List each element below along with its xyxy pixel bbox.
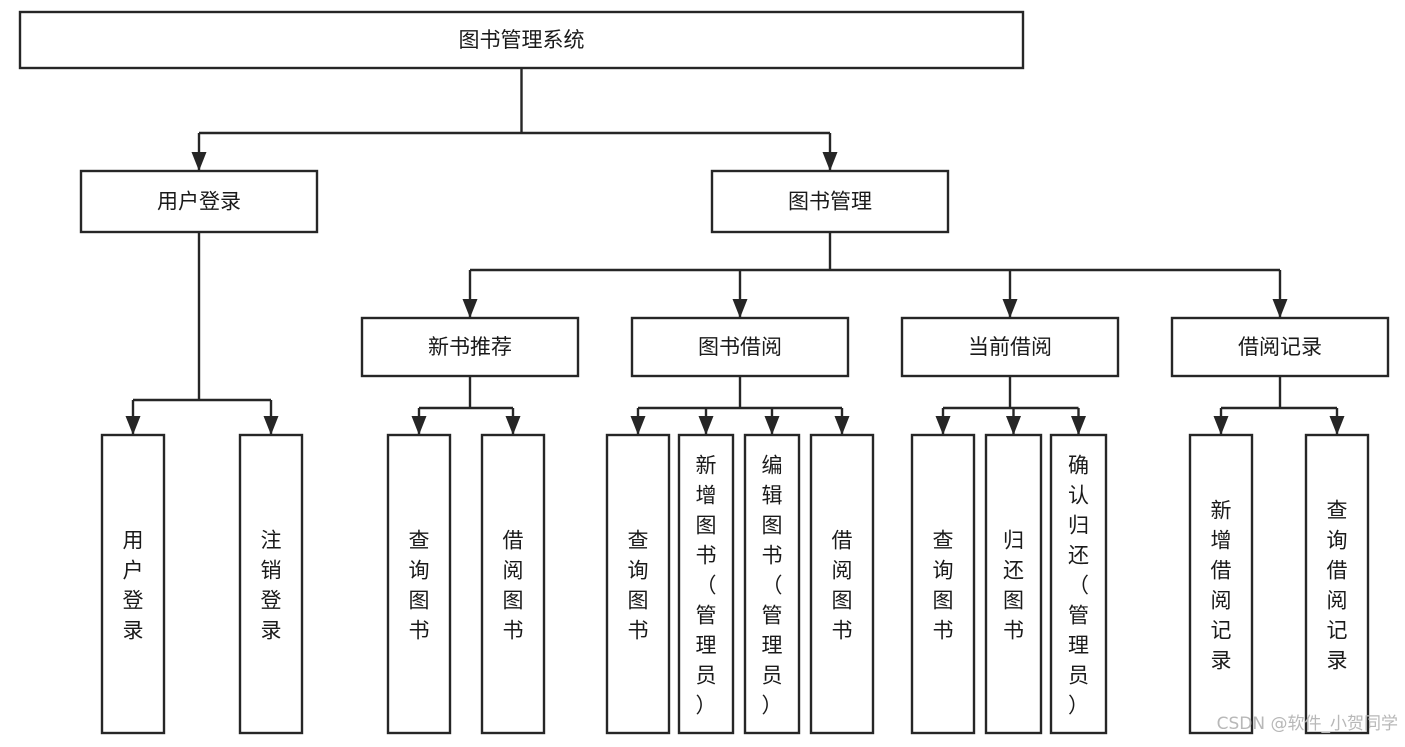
- node-root[interactable]: 图书管理系统: [18, 10, 1025, 70]
- node-box[interactable]: [79, 169, 319, 234]
- node-box[interactable]: [1304, 433, 1370, 735]
- node-borrow-records[interactable]: 借阅记录: [1170, 316, 1390, 378]
- node-leaf-add-record[interactable]: 新增借阅记录: [1188, 433, 1254, 735]
- node-box[interactable]: [360, 316, 580, 378]
- node-label: 图书管理系统: [459, 28, 585, 52]
- arrow-head-icon: [1006, 416, 1021, 435]
- arrow-head-icon: [834, 416, 850, 435]
- node-label: 借阅图书: [503, 528, 524, 642]
- node-box[interactable]: [1188, 433, 1254, 735]
- csdn-watermark: CSDN @软件_小贺同学: [1217, 714, 1398, 734]
- arrow-head-icon: [462, 299, 478, 318]
- arrow-head-icon: [191, 152, 207, 171]
- node-leaf-confirm-return[interactable]: 确认归还（管理员）: [1049, 433, 1108, 735]
- node-label: 新增借阅记录: [1211, 498, 1232, 672]
- node-leaf-borrow-book-bb[interactable]: 借阅图书: [809, 433, 875, 735]
- node-leaf-return-book[interactable]: 归还图书: [984, 433, 1043, 735]
- node-leaf-borrow-book-nbr[interactable]: 借阅图书: [480, 433, 546, 735]
- arrow-head-icon: [411, 416, 427, 435]
- node-leaf-query-book-nbr[interactable]: 查询图书: [386, 433, 452, 735]
- arrow-head-icon: [505, 416, 521, 435]
- node-leaf-query-book-cb[interactable]: 查询图书: [910, 433, 976, 735]
- arrow-head-icon: [822, 152, 838, 171]
- arrow-head-icon: [630, 416, 646, 435]
- node-label: 确认归还（管理员）: [1068, 453, 1089, 717]
- arrow-head-icon: [125, 416, 141, 435]
- node-box[interactable]: [630, 316, 850, 378]
- node-label: 新书推荐: [428, 335, 512, 359]
- node-box[interactable]: [386, 433, 452, 735]
- node-box[interactable]: [238, 433, 304, 735]
- node-label: 查询图书: [933, 528, 954, 642]
- node-label: 归还图书: [1003, 528, 1024, 642]
- arrow-head-icon: [1002, 299, 1018, 318]
- node-label: 查询借阅记录: [1327, 498, 1348, 672]
- node-new-book-recommend[interactable]: 新书推荐: [360, 316, 580, 378]
- node-label: 注销登录: [261, 528, 282, 642]
- node-book-borrow[interactable]: 图书借阅: [630, 316, 850, 378]
- connector-layer: [125, 68, 1345, 435]
- node-box[interactable]: [984, 433, 1043, 735]
- arrow-head-icon: [764, 416, 780, 435]
- node-box[interactable]: [1049, 433, 1108, 735]
- node-leaf-query-record[interactable]: 查询借阅记录: [1304, 433, 1370, 735]
- node-label: 查询图书: [409, 528, 430, 642]
- node-box[interactable]: [809, 433, 875, 735]
- node-box[interactable]: [900, 316, 1120, 378]
- arrow-head-icon: [732, 299, 748, 318]
- node-box[interactable]: [480, 433, 546, 735]
- node-leaf-query-book-bb[interactable]: 查询图书: [605, 433, 671, 735]
- node-box[interactable]: [100, 433, 166, 735]
- arrow-head-icon: [698, 416, 714, 435]
- node-box[interactable]: [710, 169, 950, 234]
- node-label: 用户登录: [157, 190, 241, 214]
- arrow-head-icon: [1071, 416, 1086, 435]
- arrow-head-icon: [1213, 416, 1229, 435]
- node-label: 用户登录: [123, 528, 144, 642]
- node-book-management[interactable]: 图书管理: [710, 169, 950, 234]
- arrow-head-icon: [263, 416, 279, 435]
- node-user-login[interactable]: 用户登录: [79, 169, 319, 234]
- node-layer: 图书管理系统用户登录图书管理新书推荐图书借阅当前借阅借阅记录用户登录注销登录查询…: [18, 10, 1390, 735]
- node-box[interactable]: [743, 433, 801, 735]
- node-label: 查询图书: [628, 528, 649, 642]
- node-label: 图书借阅: [698, 335, 782, 359]
- node-box[interactable]: [1170, 316, 1390, 378]
- node-label: 编辑图书（管理员）: [762, 453, 783, 717]
- node-box[interactable]: [910, 433, 976, 735]
- node-box[interactable]: [18, 10, 1025, 70]
- node-label: 图书管理: [788, 190, 872, 214]
- arrow-head-icon: [1272, 299, 1288, 318]
- node-leaf-user-login[interactable]: 用户登录: [100, 433, 166, 735]
- node-current-borrow[interactable]: 当前借阅: [900, 316, 1120, 378]
- node-label: 借阅图书: [832, 528, 853, 642]
- arrow-head-icon: [1329, 416, 1345, 435]
- node-box[interactable]: [605, 433, 671, 735]
- node-label: 新增图书（管理员）: [696, 453, 717, 717]
- node-leaf-logout[interactable]: 注销登录: [238, 433, 304, 735]
- node-leaf-add-book[interactable]: 新增图书（管理员）: [677, 433, 735, 735]
- node-box[interactable]: [677, 433, 735, 735]
- node-leaf-edit-book[interactable]: 编辑图书（管理员）: [743, 433, 801, 735]
- node-label: 当前借阅: [968, 335, 1052, 359]
- arrow-head-icon: [935, 416, 951, 435]
- node-label: 借阅记录: [1238, 335, 1322, 359]
